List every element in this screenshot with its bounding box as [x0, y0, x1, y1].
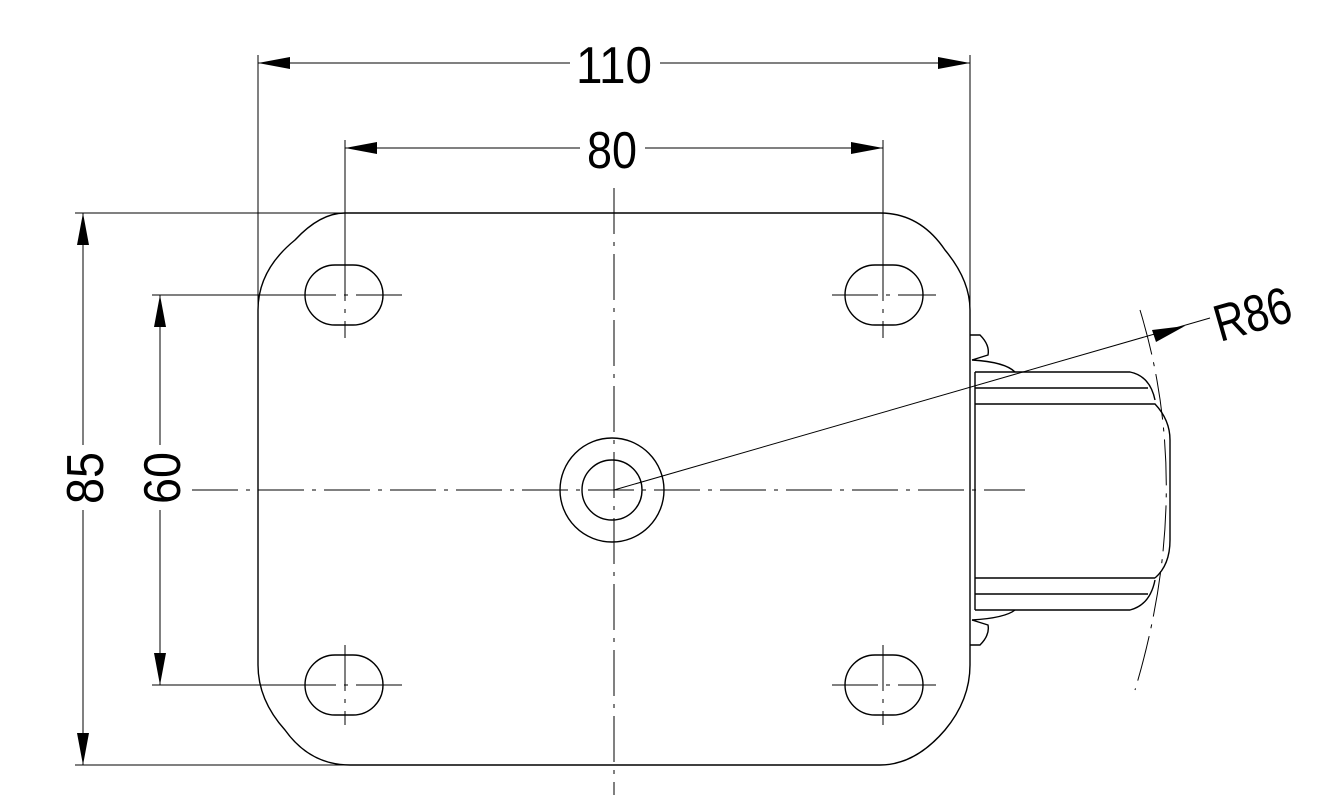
- dimension-r86: R86: [613, 276, 1298, 491]
- top-plate-outline: [257, 212, 971, 766]
- dimension-110-label: 110: [576, 37, 652, 95]
- dimension-110: 110: [257, 37, 971, 310]
- dimension-60: 60: [134, 294, 290, 686]
- dimension-60-label: 60: [134, 452, 192, 504]
- kingpin-outer-circle: [559, 437, 665, 543]
- dimension-80: 80: [344, 122, 884, 260]
- swing-radius-arc: [1134, 309, 1167, 691]
- bolt-hole-bottom-right: [832, 645, 936, 725]
- bolt-hole-top-right: [832, 255, 936, 338]
- bolt-hole-top-left: [290, 255, 402, 338]
- wheel-fork-profile: [970, 334, 1171, 646]
- dimension-85: 85: [57, 212, 350, 766]
- dimension-r86-label: R86: [1207, 276, 1298, 353]
- dimension-80-label: 80: [587, 122, 637, 180]
- kingpin-inner-circle: [581, 459, 643, 521]
- dimension-85-label: 85: [57, 452, 115, 504]
- bolt-hole-bottom-left: [290, 645, 402, 725]
